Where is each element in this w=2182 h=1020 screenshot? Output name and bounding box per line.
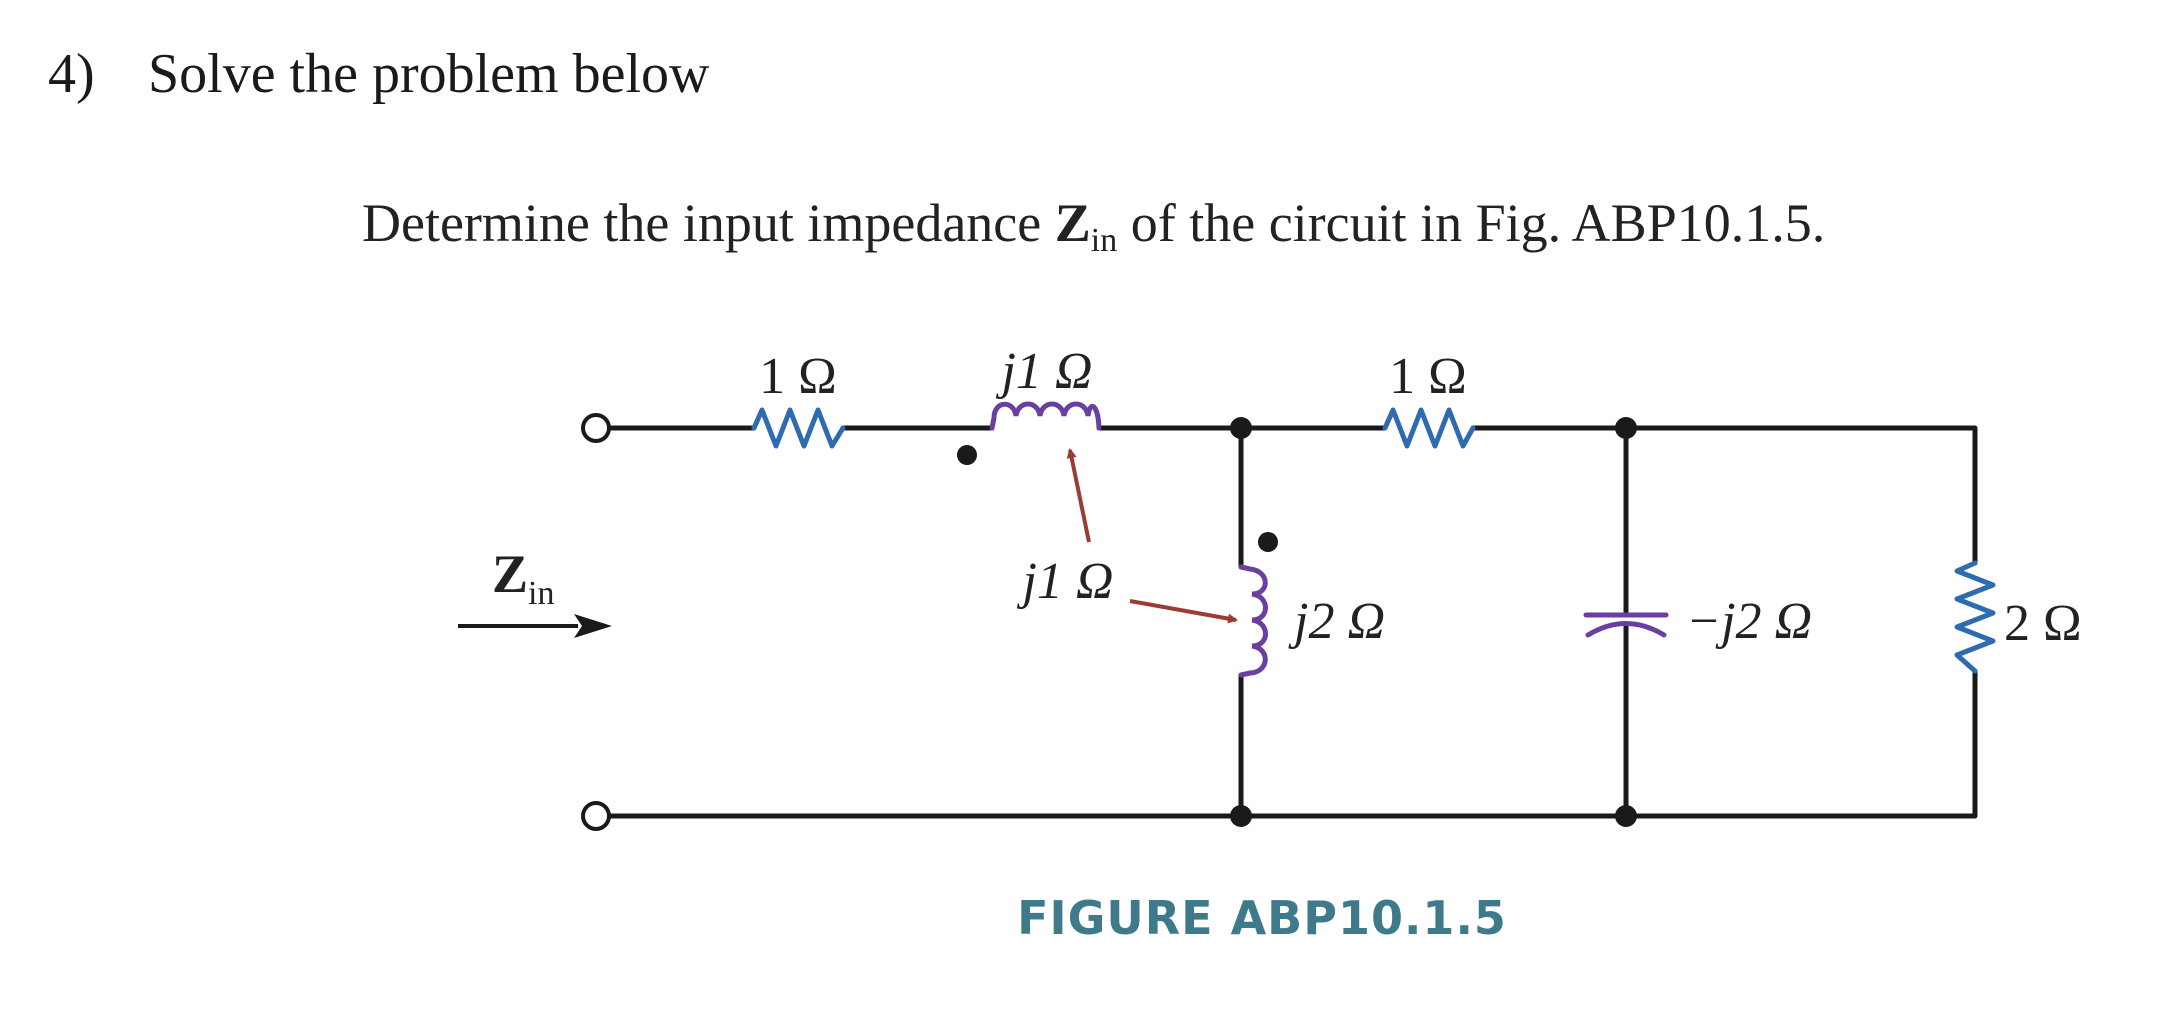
resistor-2ohm-load — [1954, 560, 1996, 674]
junction-node — [1230, 805, 1252, 827]
question-heading: 4) Solve the problem below — [48, 38, 709, 110]
problem-symbol-subscript: in — [1090, 222, 1118, 259]
inductor-j1 — [989, 401, 1102, 431]
label-zin-symbol: Z — [492, 544, 528, 604]
inductor-j2 — [1238, 564, 1268, 678]
label-zin-subscript: in — [528, 575, 554, 612]
problem-text-before: Determine the input impedance — [362, 193, 1055, 253]
mutual-arrow-to-inductor-2 — [1129, 599, 1238, 624]
label-series-r1: 1 Ω — [759, 348, 837, 405]
problem-text-after: of the circuit in Fig. ABP10.1.5. — [1117, 193, 1826, 253]
problem-symbol: Z — [1054, 193, 1091, 253]
resistor-1ohm-series-2 — [1382, 407, 1476, 449]
junction-node — [1615, 417, 1637, 439]
label-mutual: j1 Ω — [1016, 553, 1113, 610]
capacitor-curved-plate — [1585, 621, 1667, 638]
input-terminal-bottom — [581, 801, 611, 831]
mutual-arrow-to-inductor-1 — [1066, 448, 1091, 543]
dot-marker-inductor-1 — [957, 445, 977, 465]
label-inductor-2: j2 Ω — [1288, 593, 1385, 650]
figure-caption: FIGURE ABP10.1.5 — [1017, 891, 1507, 945]
resistor-1ohm-series-1 — [751, 407, 846, 449]
label-zin: Zin — [492, 544, 554, 612]
label-inductor-1: j1 Ω — [995, 343, 1092, 400]
junction-node — [1230, 417, 1252, 439]
wire-top-right — [1623, 425, 1978, 566]
question-title: Solve the problem below — [148, 43, 710, 105]
label-series-r2: 1 Ω — [1389, 348, 1467, 405]
zin-arrowhead — [574, 614, 612, 638]
junction-node — [1615, 805, 1637, 827]
wire-bottom — [606, 668, 1978, 819]
input-terminal-top — [581, 413, 611, 443]
problem-statement: Determine the input impedance Zin of the… — [362, 188, 1825, 258]
dot-marker-inductor-2 — [1258, 532, 1278, 552]
label-load-r: 2 Ω — [2004, 595, 2082, 652]
question-number: 4) — [48, 43, 95, 105]
label-capacitor: −j2 Ω — [1686, 593, 1812, 650]
